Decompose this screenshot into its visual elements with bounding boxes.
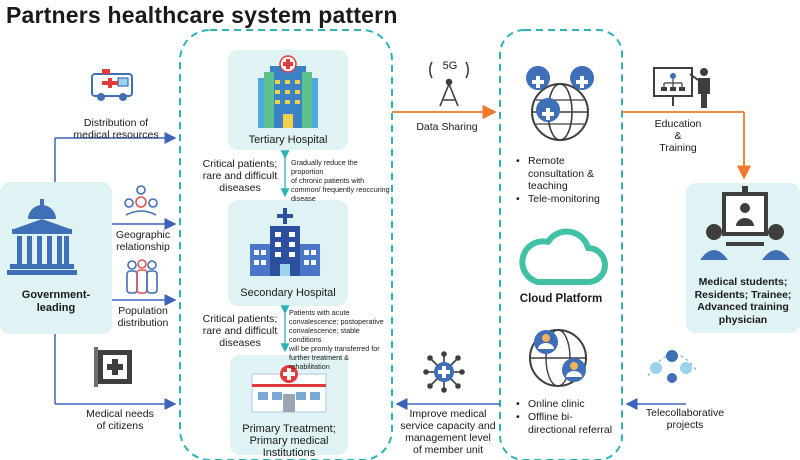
telecollab-icon <box>647 350 697 383</box>
trainees-label: Medical students; Residents; Trainee; Ad… <box>686 276 800 326</box>
improve-label: Improve medical service capacity and man… <box>396 408 500 456</box>
remote-line3: teaching <box>528 180 568 192</box>
bullet-dot: • <box>516 411 520 423</box>
improve-line4: of member unit <box>412 444 484 456</box>
geographic-label: Geographic relationship <box>108 229 178 253</box>
note-upper-line2: of chronic patients with <box>291 176 365 185</box>
tele-monitoring-text: Tele-monitoring <box>528 193 600 205</box>
geographic-label-line1: Geographic <box>115 229 171 241</box>
tertiary-hospital-icon <box>258 55 318 128</box>
page-title: Partners healthcare system pattern <box>6 2 398 28</box>
online-clinic-item: • Online clinic <box>516 398 616 411</box>
note-lower-line5: further treatment & rehabilitation <box>289 353 349 371</box>
secondary-hospital-icon <box>250 208 320 276</box>
primary-label-line3: Institutions <box>262 447 316 459</box>
education-line1: Education <box>654 118 702 130</box>
government-label: Government- leading <box>6 289 106 315</box>
education-line2: & <box>674 130 682 142</box>
trainees-icon <box>700 186 790 260</box>
referral-line2: directional referral <box>528 423 613 436</box>
distribution-label-line1: Distribution of <box>83 117 149 129</box>
online-clinic-icon <box>529 329 587 387</box>
telecollab-line2: projects <box>666 419 704 431</box>
needs-label-line2: of citizens <box>96 420 144 432</box>
critical-label-upper: Critical patients; rare and difficult di… <box>196 158 284 194</box>
population-label-line1: Population <box>118 305 168 317</box>
critical-upper-line1: Critical patients; <box>202 158 278 170</box>
secondary-hospital-label: Secondary Hospital <box>240 287 336 299</box>
telecollab-line1: Telecollaborative <box>645 407 725 419</box>
improve-line1: Improve medical <box>409 408 487 420</box>
trainees-line1: Medical students; <box>698 276 788 288</box>
distribution-label: Distribution of medical resources <box>58 117 174 141</box>
primary-institutions-label: Primary Treatment; Primary medical Insti… <box>230 423 348 459</box>
critical-upper-line2: rare and difficult <box>202 170 278 182</box>
needs-label-line1: Medical needs <box>86 408 154 420</box>
government-label-line2: leading <box>36 302 76 314</box>
note-upper-line4: disease <box>291 194 316 203</box>
tele-monitoring-item: • Tele-monitoring <box>516 193 616 206</box>
cloud-services-top: • Remote consultation & teaching <box>516 155 616 207</box>
referral-line1: Offline bi- <box>528 411 573 423</box>
population-label: Population distribution <box>108 305 178 329</box>
distribution-label-line2: medical resources <box>73 129 159 141</box>
bullet-dot: • <box>516 155 520 167</box>
note-upper-line3: common/ frequently reoccuring <box>291 185 390 194</box>
cloud-icon <box>519 228 608 285</box>
critical-upper-line3: diseases <box>219 182 261 194</box>
5g-tower-icon <box>429 61 469 107</box>
critical-lower-line3: diseases <box>219 337 261 349</box>
data-sharing-label: Data Sharing <box>416 121 478 133</box>
cloud-frame <box>499 29 623 460</box>
population-label-line2: distribution <box>117 317 169 329</box>
critical-lower-line1: Critical patients; <box>202 313 278 325</box>
geographic-icon <box>124 185 158 216</box>
improve-line3: management level <box>405 432 491 444</box>
hospital-system-frame <box>179 29 393 460</box>
note-upper: Gradually reduce the proportion of chron… <box>291 158 391 203</box>
education-line3: Training <box>659 142 697 154</box>
primary-label-line1: Primary Treatment; <box>242 423 336 435</box>
improve-line2: service capacity and <box>400 420 496 432</box>
education-label: Education & Training <box>640 118 716 154</box>
cloud-platform-label: Cloud Platform <box>519 293 603 305</box>
remote-consultation-item: Remote consultation & teaching <box>528 155 594 193</box>
network-improve-icon <box>423 351 465 393</box>
ambulance-icon <box>91 69 133 101</box>
note-lower-line3: convalescence; stable conditions <box>289 326 360 344</box>
telecollab-label: Telecollaborative projects <box>630 407 740 431</box>
tertiary-hospital-label: Tertiary Hospital <box>248 134 328 146</box>
government-building-icon <box>7 199 77 275</box>
note-lower-line1: Patients with acute <box>289 308 350 317</box>
education-presenter-icon <box>653 67 710 108</box>
government-label-line1: Government- <box>21 289 91 301</box>
primary-label-line2: Primary medical <box>249 435 329 447</box>
population-icon <box>126 259 158 294</box>
trainees-line3: Advanced training <box>697 301 789 313</box>
bullet-dot: • <box>516 193 520 205</box>
online-clinic-text: Online clinic <box>528 398 585 410</box>
5g-label: 5G <box>442 60 458 72</box>
note-upper-line1: Gradually reduce the proportion <box>291 158 358 176</box>
trainees-line2: Residents; Trainee; <box>694 288 792 301</box>
primary-clinic-icon <box>251 365 327 413</box>
trainees-line4: physician <box>718 313 768 326</box>
critical-label-lower: Critical patients; rare and difficult di… <box>196 313 284 349</box>
remote-line2: consultation & <box>528 167 594 180</box>
referral-item: • Offline bi- directional referral <box>516 411 616 437</box>
bullet-dot: • <box>516 398 520 410</box>
remote-line1: Remote <box>528 155 565 167</box>
needs-label: Medical needs of citizens <box>70 408 170 432</box>
critical-lower-line2: rare and difficult <box>202 325 278 337</box>
medical-needs-icon <box>94 347 132 387</box>
geographic-label-line2: relationship <box>116 241 170 253</box>
globe-network-icon <box>526 66 595 141</box>
note-lower: Patients with acute convalescence; posto… <box>289 308 391 371</box>
note-lower-line4: will be promly transferred for <box>289 344 380 353</box>
note-lower-line2: convalescence; postoperative <box>289 317 384 326</box>
referral-text: Offline bi- directional referral <box>528 411 612 436</box>
